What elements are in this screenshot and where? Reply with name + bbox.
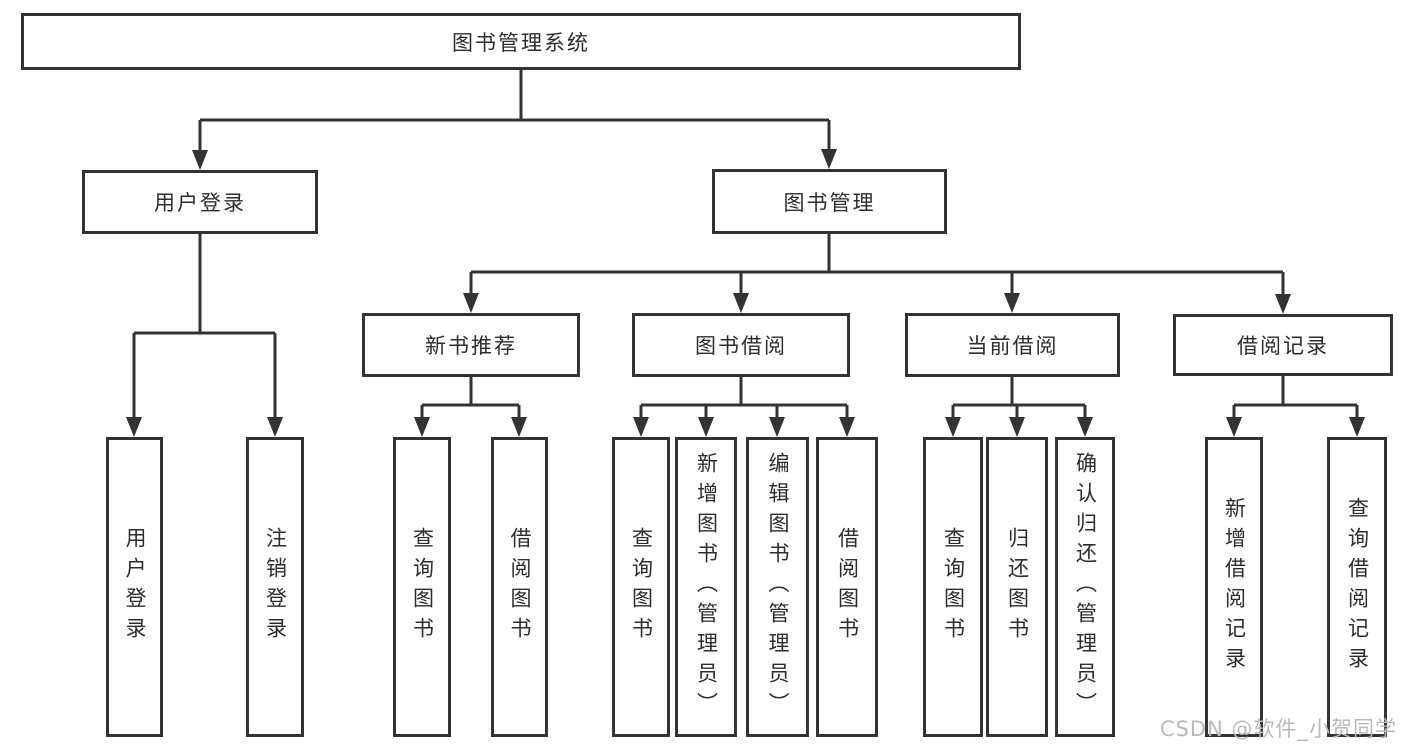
node-leaf-add-borrow-record: 新增借阅记录 — [1205, 437, 1263, 737]
node-leaf-user-login: 用户登录 — [106, 437, 163, 737]
node-current-borrowing: 当前借阅 — [905, 313, 1120, 377]
node-leaf-return-book: 归还图书 — [986, 437, 1048, 737]
node-leaf-query-books-recommend: 查询图书 — [393, 437, 451, 737]
node-book-management: 图书管理 — [712, 169, 947, 234]
node-book-borrowing: 图书借阅 — [632, 313, 850, 377]
node-user-login: 用户登录 — [82, 170, 318, 234]
node-leaf-add-book-admin: 新增图书（管理员） — [675, 437, 737, 737]
node-leaf-query-books-borrowing: 查询图书 — [612, 437, 670, 737]
node-leaf-query-books-current: 查询图书 — [923, 437, 983, 737]
node-borrowing-records: 借阅记录 — [1173, 314, 1393, 376]
node-leaf-borrow-books-recommend: 借阅图书 — [491, 437, 548, 737]
node-leaf-confirm-return-admin: 确认归还（管理员） — [1055, 437, 1115, 737]
node-leaf-logout: 注销登录 — [246, 437, 304, 737]
csdn-watermark: CSDN @软件_小贺同学 — [1159, 717, 1397, 741]
node-library-management-system: 图书管理系统 — [21, 13, 1021, 70]
node-leaf-query-borrow-record: 查询借阅记录 — [1327, 437, 1387, 737]
node-leaf-borrow-books-borrowing: 借阅图书 — [816, 437, 878, 737]
node-new-book-recommendation: 新书推荐 — [362, 313, 580, 377]
node-leaf-edit-book-admin: 编辑图书（管理员） — [746, 437, 809, 737]
